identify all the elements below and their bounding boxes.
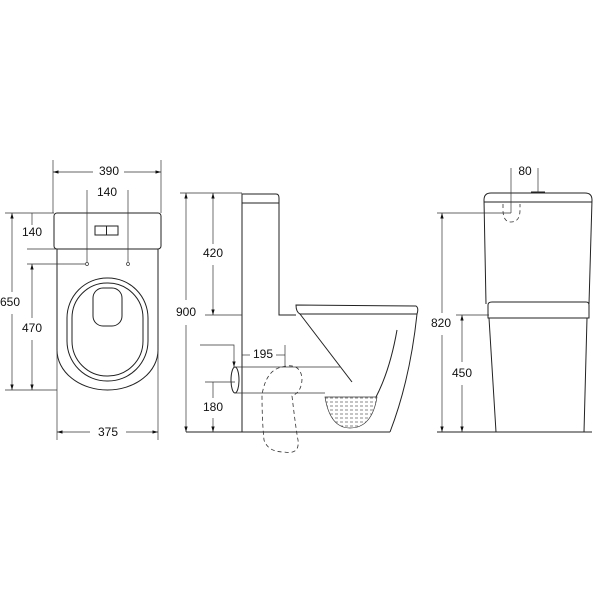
dim-width-tank: 390 [99, 164, 119, 178]
top-view: 390 140 140 650 470 375 [0, 160, 162, 440]
dim-button-offset: 80 [518, 164, 532, 178]
tank-outline [53, 212, 162, 250]
dim-waste-to-front: 470 [22, 321, 42, 335]
dim-overall-height: 900 [176, 305, 196, 319]
seat-outer [66, 277, 149, 382]
pan-outline [56, 249, 159, 391]
pan-front [488, 317, 588, 433]
dim-tank-height: 420 [203, 246, 223, 260]
tank-front [483, 192, 593, 305]
seat-front [487, 301, 590, 319]
seat-side [295, 304, 419, 315]
dim-tank-depth: 140 [22, 225, 42, 239]
front-view: 80 820 450 [431, 164, 593, 433]
dim-overall-depth: 650 [0, 295, 20, 309]
side-view: 900 420 195 180 [176, 192, 419, 453]
waste-pipe-dashed [261, 365, 303, 453]
dim-seat-height: 450 [452, 366, 472, 380]
seat-inner [71, 282, 144, 377]
bowl-front [389, 313, 418, 433]
dim-button-spacing: 140 [97, 185, 117, 199]
outlet [230, 366, 240, 394]
dim-width-pan: 375 [98, 425, 118, 439]
trap-water [324, 396, 378, 429]
inlet-dashed [502, 204, 521, 223]
lid-recess [92, 287, 123, 327]
dim-outlet-height: 180 [203, 400, 223, 414]
dim-outlet-offset: 195 [253, 347, 273, 361]
dim-inlet-height: 820 [431, 316, 451, 330]
tank-side [241, 193, 296, 432]
